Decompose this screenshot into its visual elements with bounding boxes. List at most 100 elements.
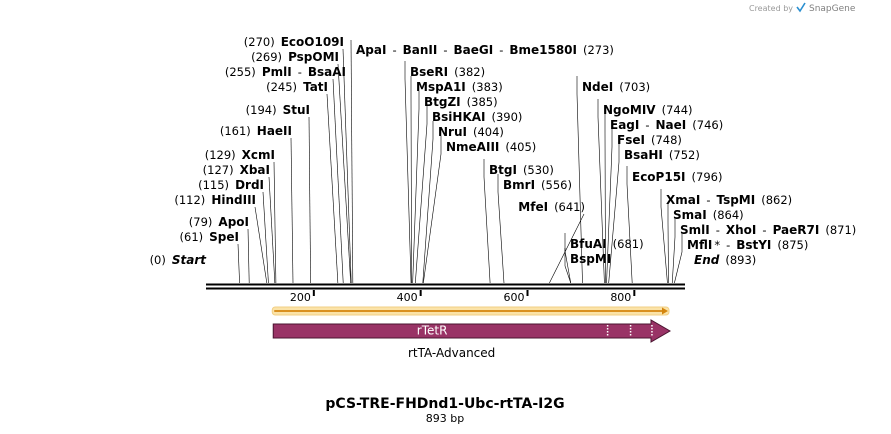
site-label-part: - [499, 43, 503, 57]
site-label-part: (390) [492, 110, 523, 124]
site-label-smai[interactable]: SmaI (864) [673, 208, 744, 222]
site-label-pmli[interactable]: (255)PmlI-BsaAI [225, 65, 346, 79]
orf-feature[interactable] [271, 306, 670, 316]
leader-line-haeii [290, 137, 294, 284]
site-label-part: (129) [205, 148, 236, 162]
site-label-ecop15i[interactable]: EcoP15I (796) [632, 170, 722, 184]
site-label-part: NgoMIV [603, 103, 656, 117]
site-label-part: ApoI [218, 215, 249, 229]
site-label-btgzi[interactable]: BtgZI (385) [424, 95, 498, 109]
site-label-part: SmaI [673, 208, 707, 222]
site-label-pspomi[interactable]: (269)PspOMI [251, 50, 339, 64]
gene-caption: rtTA-Advanced [408, 346, 495, 360]
site-label-part: (641) [554, 200, 585, 214]
site-label-part: (385) [467, 95, 498, 109]
leader-line-xbai [268, 176, 276, 284]
leader-line-ecoo109i [342, 48, 352, 284]
site-label-part: - [298, 65, 302, 79]
site-label-nrui[interactable]: NruI (404) [438, 125, 504, 139]
site-label-part: (796) [692, 170, 723, 184]
site-label-bspmi[interactable]: BspMI [570, 252, 611, 266]
site-label-xbai[interactable]: (127) XbaI [203, 163, 270, 177]
site-label-mfli[interactable]: MflI*-BstYI(875) [687, 238, 808, 252]
site-label-part: NruI [438, 125, 467, 139]
site-label-drdi[interactable]: (115)DrdI [198, 178, 264, 192]
site-label-part: HaeII [257, 124, 292, 138]
site-label-apai[interactable]: ApaI-BanII-BaeGI-Bme1580I(273) [356, 43, 614, 57]
site-label-part: (127) [203, 163, 234, 177]
leader-line-pmli [332, 78, 344, 284]
site-label-part: XcmI [242, 148, 275, 162]
site-label-btgi[interactable]: BtgI(530) [489, 163, 554, 177]
gene-feature-rtetr[interactable]: rTetR [272, 319, 671, 343]
site-label-fsei[interactable]: FseI(748) [617, 133, 682, 147]
leader-line-bspmi [564, 248, 572, 284]
site-label-part: PspOMI [288, 50, 339, 64]
leader-line-ngomiv [597, 99, 605, 284]
site-label-part: (703) [619, 80, 650, 94]
site-label-smli[interactable]: SmlI-XhoI-PaeR7I(871) [680, 223, 856, 237]
site-label-part: BspMI [570, 252, 611, 266]
site-label-part: NdeI [582, 80, 613, 94]
site-label-part: BtgZI [424, 95, 461, 109]
site-label-apoi[interactable]: (79) ApoI [189, 215, 249, 229]
site-label-part: (383) [472, 80, 503, 94]
site-label-part: MflI [687, 238, 712, 252]
leader-line-btgzi [412, 91, 420, 284]
site-label-mspa1i[interactable]: MspA1I (383) [416, 80, 503, 94]
site-label-bsahi[interactable]: BsaHI(752) [624, 148, 700, 162]
site-label-start[interactable]: (0)Start [150, 253, 208, 267]
site-label-end[interactable]: End(893) [694, 253, 756, 267]
ruler-tick-label: 400 [397, 291, 418, 304]
orf-arrowhead-icon [662, 307, 668, 315]
site-label-part: (79) [189, 215, 213, 229]
site-label-bsihkai[interactable]: BsiHKAI (390) [432, 110, 522, 124]
site-label-part: StuI [283, 103, 310, 117]
site-label-part: (864) [713, 208, 744, 222]
gene-name: rTetR [417, 324, 448, 338]
site-label-bseri[interactable]: BseRI(382) [410, 65, 485, 79]
site-label-part: End [694, 253, 720, 267]
site-label-part: (871) [825, 223, 856, 237]
snapgene-logo-icon [796, 2, 806, 13]
credit-brand: SnapGene [809, 4, 856, 14]
sequence-backbone [206, 283, 685, 290]
site-label-bmri[interactable]: BmrI(556) [503, 178, 572, 192]
site-label-haeii[interactable]: (161)HaeII [220, 124, 292, 138]
leader-line-btgi [483, 159, 491, 284]
leader-line-mfli [674, 234, 683, 284]
leader-line-bmri [497, 174, 505, 284]
site-label-part: (681) [613, 237, 644, 251]
site-label-ngomiv[interactable]: NgoMIV (744) [603, 103, 693, 117]
site-label-bfuai[interactable]: BfuAI(681) [570, 237, 644, 251]
site-label-part: (404) [473, 125, 504, 139]
site-label-xmai[interactable]: XmaI-TspMI(862) [666, 193, 792, 207]
site-label-part: - [392, 43, 396, 57]
site-label-part: NmeAIII [446, 140, 499, 154]
site-label-ecoo109i[interactable]: (270)EcoO109I [244, 35, 344, 49]
site-label-part: (194) [246, 103, 277, 117]
site-label-part: (744) [662, 103, 693, 117]
leader-line-fsei [606, 129, 613, 284]
site-label-part: PmlI [262, 65, 292, 79]
site-label-spei[interactable]: (61)SpeI [180, 230, 239, 244]
site-label-part: EcoP15I [632, 170, 686, 184]
site-label-part: (752) [669, 148, 700, 162]
leader-line-smli [671, 219, 676, 284]
site-label-part: MspA1I [416, 80, 466, 94]
site-label-part: XbaI [240, 163, 270, 177]
site-label-part: TspMI [716, 193, 755, 207]
site-label-part: - [645, 118, 649, 132]
site-label-xcmi[interactable]: (129) XcmI [205, 148, 275, 162]
site-label-tati[interactable]: (245)TatI [266, 80, 328, 94]
site-label-stui[interactable]: (194) StuI [246, 103, 310, 117]
site-label-part: BsiHKAI [432, 110, 486, 124]
site-label-hindiii[interactable]: (112)HindIII [174, 193, 256, 207]
site-label-part: BseRI [410, 65, 448, 79]
site-label-ndei[interactable]: NdeI (703) [582, 80, 650, 94]
site-label-part: XhoI [726, 223, 757, 237]
site-label-mfei[interactable]: MfeI(641) [518, 200, 585, 214]
site-label-eagi[interactable]: EagI-NaeI(746) [610, 118, 723, 132]
site-label-nmeaiii[interactable]: NmeAIII(405) [446, 140, 536, 154]
